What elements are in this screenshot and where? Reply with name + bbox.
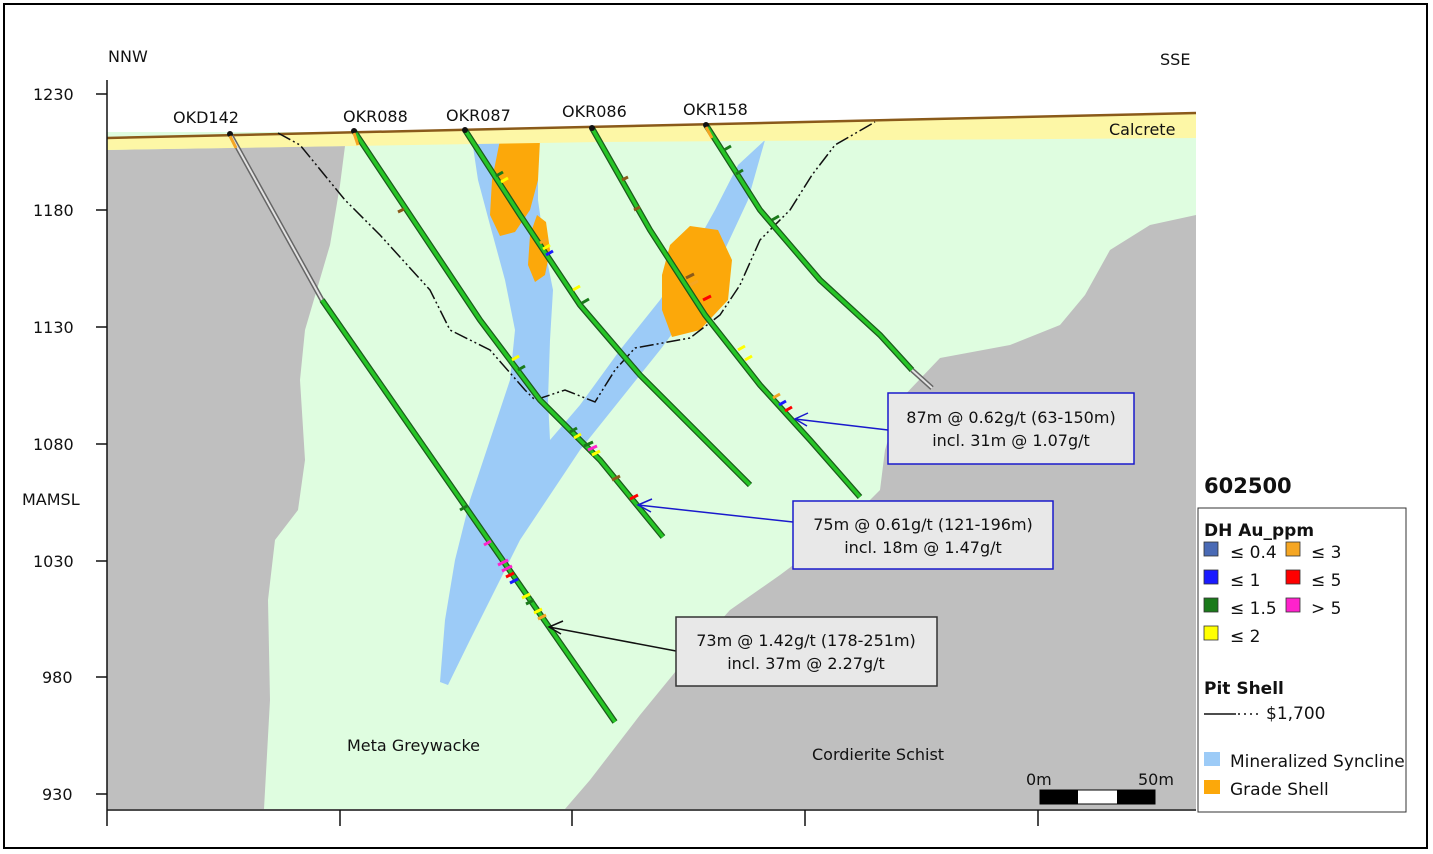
bottom-axis [106, 809, 1196, 826]
topography-line [106, 111, 1197, 140]
scale-bar-start: 0m [1026, 770, 1052, 789]
legend-item: ≤ 5 [1311, 571, 1341, 591]
legend-item: ≤ 1.5 [1230, 599, 1277, 619]
legend-item: ≤ 0.4 [1230, 543, 1277, 563]
legend-item: ≤ 3 [1311, 543, 1341, 563]
legend-item-syncline: Mineralized Syncline [1230, 752, 1405, 772]
grade-shell-upper [490, 140, 540, 236]
legend-item: ≤ 2 [1230, 627, 1260, 647]
drillhole-okd142 [227, 131, 618, 724]
schist-left [107, 146, 345, 809]
annotation-2: 75m @ 0.61g/t (121-196m) incl. 18m @ 1.4… [636, 498, 1054, 570]
legend-item-grade-shell: Grade Shell [1230, 780, 1329, 800]
elevation-axis: 1230 1180 1130 1080 1030 980 930 MAMSL [22, 80, 108, 810]
orientation-left: NNW [108, 47, 148, 66]
scale-bar: 0m 50m [1026, 770, 1174, 805]
legend-item: ≤ 1 [1230, 571, 1260, 591]
legend-au-title: DH Au_ppm [1204, 521, 1314, 541]
assay-ticks [397, 144, 793, 621]
calcrete-label: Calcrete [1109, 120, 1175, 139]
elev-tick-930: 930 [42, 785, 73, 804]
legend-swatch [1203, 569, 1219, 585]
legend-pit-title: Pit Shell [1204, 679, 1284, 699]
legend-swatch [1285, 569, 1301, 585]
elev-tick-1080: 1080 [33, 435, 74, 454]
drillhole-label: OKR087 [446, 106, 511, 125]
elev-tick-980: 980 [42, 668, 73, 687]
legend: DH Au_ppm ≤ 0.4 ≤ 3 ≤ 1 ≤ 5 ≤ 1.5 > 5 ≤ … [1197, 507, 1407, 813]
annotation-1: 87m @ 0.62g/t (63-150m) incl. 31m @ 1.07… [793, 392, 1135, 465]
elev-tick-1030: 1030 [33, 552, 74, 571]
drillhole-label: OKR158 [683, 100, 748, 119]
drillhole-label: OKD142 [173, 108, 239, 127]
annotation-3: 73m @ 1.42g/t (178-251m) incl. 37m @ 2.2… [547, 616, 938, 687]
legend-swatch [1285, 541, 1301, 557]
legend-swatch-syncline [1204, 752, 1220, 766]
elev-tick-1180: 1180 [33, 201, 74, 220]
drillhole-label: OKR086 [562, 102, 627, 121]
legend-swatch [1203, 625, 1219, 641]
annotation-3-line2: incl. 37m @ 2.27g/t [727, 654, 885, 673]
elev-axis-label: MAMSL [22, 490, 80, 509]
pit-shell-line [277, 121, 876, 403]
legend-swatch [1285, 597, 1301, 613]
legend-swatch [1203, 541, 1219, 557]
drillholes [227, 122, 934, 724]
annotation-2-line1: 75m @ 0.61g/t (121-196m) [813, 515, 1033, 534]
drillhole-label: OKR088 [343, 107, 408, 126]
legend-swatch-grade-shell [1204, 780, 1220, 794]
geology-layers [106, 111, 1197, 809]
greywacke-label: Meta Greywacke [347, 736, 480, 755]
scale-bar-end: 50m [1138, 770, 1174, 789]
legend-item: > 5 [1311, 599, 1341, 619]
drillhole-okr158 [703, 122, 934, 390]
section-id: 602500 [1204, 474, 1292, 498]
drillhole-okr087 [462, 127, 753, 488]
orientation-right: SSE [1160, 50, 1190, 69]
figure-frame [3, 3, 1428, 849]
elev-tick-1130: 1130 [33, 318, 74, 337]
annotation-2-line2: incl. 18m @ 1.47g/t [844, 538, 1002, 557]
legend-pit-item: $1,700 [1266, 704, 1325, 724]
legend-swatch [1203, 597, 1219, 613]
drillhole-okr088 [351, 128, 666, 539]
annotation-3-line1: 73m @ 1.42g/t (178-251m) [696, 631, 916, 650]
elev-tick-1230: 1230 [33, 85, 74, 104]
drillhole-okr086 [589, 125, 863, 499]
schist-label: Cordierite Schist [812, 745, 944, 764]
annotation-1-line1: 87m @ 0.62g/t (63-150m) [906, 408, 1115, 427]
annotation-1-line2: incl. 31m @ 1.07g/t [932, 431, 1090, 450]
calcrete-zone [107, 113, 1196, 150]
